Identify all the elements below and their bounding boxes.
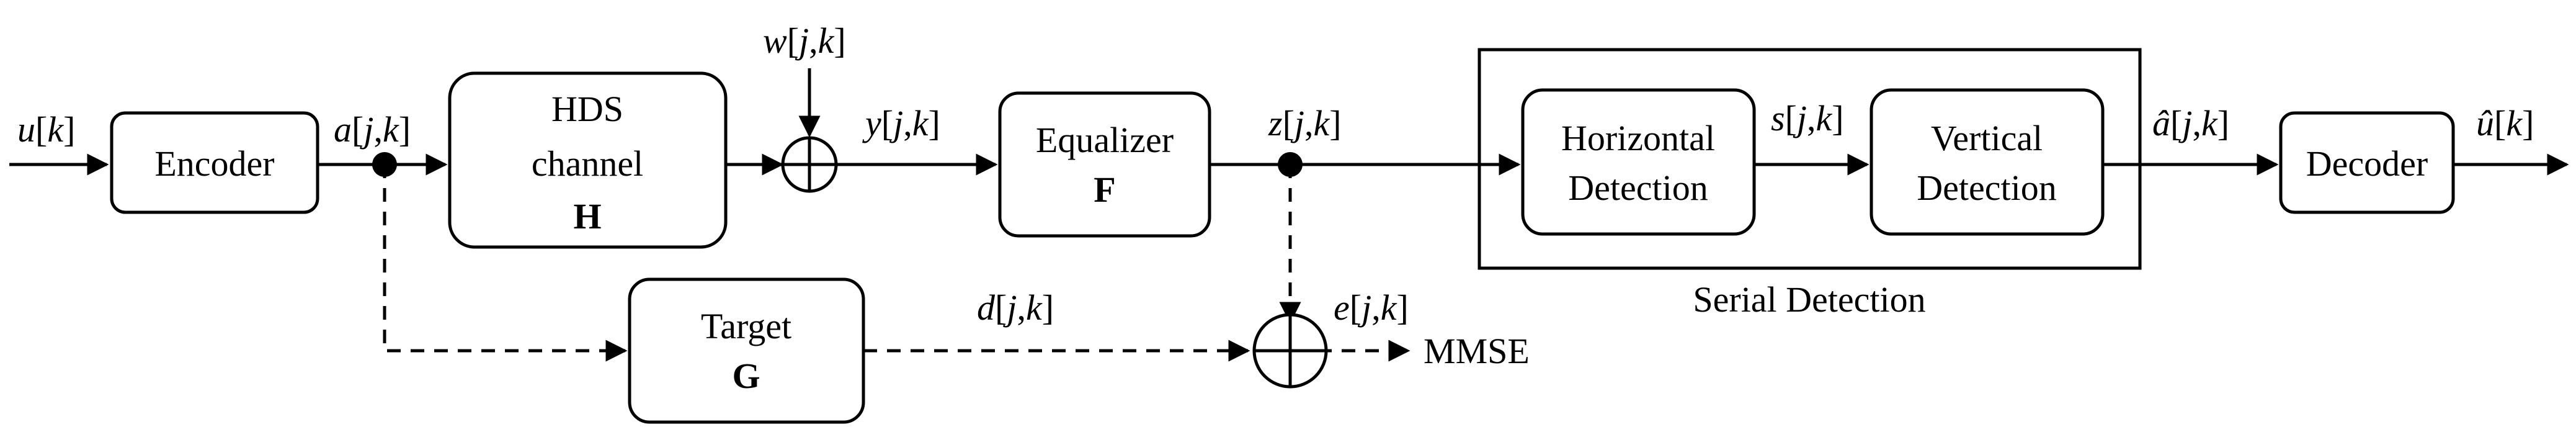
decoder-block bbox=[2279, 111, 2455, 214]
signal-d-label: d[j,k] bbox=[977, 287, 1054, 328]
signal-s-label: s[j,k] bbox=[1771, 98, 1844, 138]
target-matrix-symbol: G bbox=[732, 356, 760, 396]
signal-e-label: e[j,k] bbox=[1334, 287, 1409, 328]
error-summing-junction bbox=[1252, 313, 1328, 389]
equalizer-label: Equalizer bbox=[1036, 120, 1174, 160]
horizontal-detection-block bbox=[1521, 88, 1756, 236]
encoder-label: Encoder bbox=[154, 143, 274, 184]
horizontal-detection-label-line2: Detection bbox=[1568, 168, 1708, 208]
horizontal-detection-label-line1: Horizontal bbox=[1561, 118, 1715, 158]
signal-a-label: a[j,k] bbox=[334, 109, 411, 150]
encoder-block bbox=[110, 111, 319, 214]
signal-y-label: y[j,k] bbox=[862, 103, 940, 143]
mmse-label: MMSE bbox=[1424, 331, 1530, 371]
decoder-label: Decoder bbox=[2306, 143, 2428, 184]
node-z-branch-dot bbox=[1278, 152, 1303, 177]
signal-uhat-label: û[k] bbox=[2476, 103, 2534, 143]
signal-u-label: u[k] bbox=[17, 109, 75, 150]
vertical-detection-block bbox=[1870, 88, 2105, 236]
target-label: Target bbox=[701, 306, 791, 346]
signal-z-label: z[j,k] bbox=[1268, 103, 1342, 143]
equalizer-matrix-symbol: F bbox=[1094, 169, 1115, 210]
serial-detection-frame bbox=[1477, 48, 2142, 270]
signal-ahat-label: â[j,k] bbox=[2152, 103, 2229, 143]
vertical-detection-label-line2: Detection bbox=[1917, 168, 2056, 208]
noise-summing-junction bbox=[781, 136, 838, 193]
signal-w-label: w[j,k] bbox=[763, 20, 846, 61]
vertical-detection-label-line1: Vertical bbox=[1931, 118, 2043, 158]
hds-matrix-symbol: H bbox=[573, 196, 601, 237]
hds-channel-block bbox=[448, 71, 728, 249]
hds-label-line1: HDS bbox=[551, 89, 623, 129]
serial-detection-caption: Serial Detection bbox=[1693, 279, 1925, 320]
node-a-branch-dot bbox=[372, 152, 397, 177]
target-block bbox=[628, 277, 865, 424]
hds-label-line2: channel bbox=[532, 143, 643, 184]
equalizer-block bbox=[998, 91, 1211, 238]
